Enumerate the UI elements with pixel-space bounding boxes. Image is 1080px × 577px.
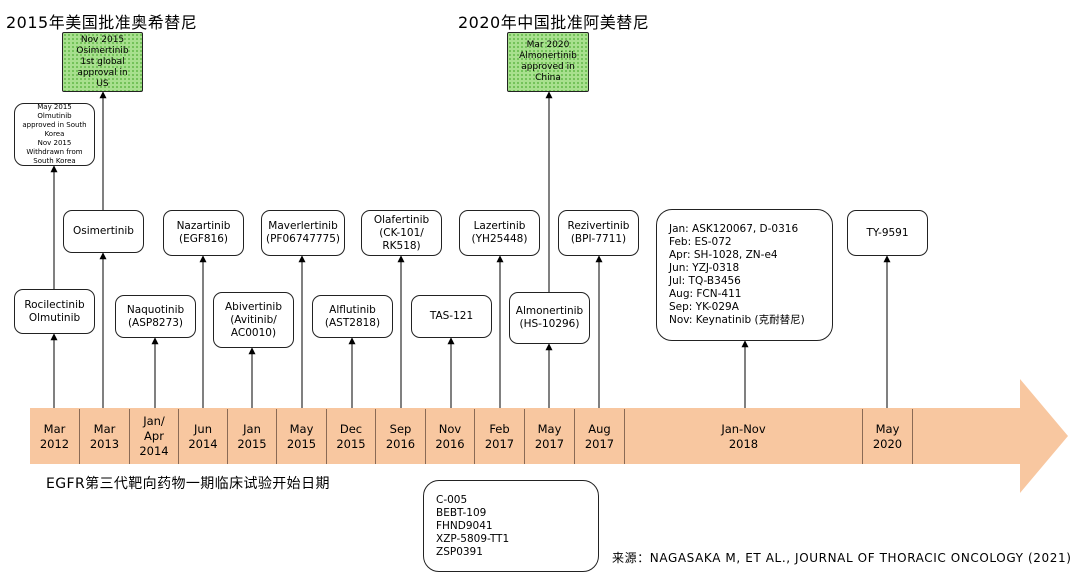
timeline-feb-2017: Feb 2017 [475, 409, 525, 464]
timeline-aug-2017: Aug 2017 [575, 409, 625, 464]
box-almonertinib: Almonertinib (HS-10296) [509, 292, 590, 344]
timeline-may-2015: May 2015 [277, 409, 327, 464]
timeline-dec-2015: Dec 2015 [327, 409, 376, 464]
timeline-jan-apr-2014: Jan/ Apr 2014 [130, 409, 179, 464]
timeline-jan-nov-2018: Jan-Nov 2018 [625, 409, 863, 464]
box-rocilectinib-olmutinib: Rocilectinib Olmutinib [14, 289, 95, 334]
timeline-nov-2016: Nov 2016 [426, 409, 475, 464]
box-alflutinib: Alflutinib (AST2818) [312, 295, 393, 338]
heading-us-approval: 2015年美国批准奥希替尼 [6, 13, 198, 32]
heading-china-approval: 2020年中国批准阿美替尼 [458, 13, 650, 32]
box-tas121: TAS-121 [411, 295, 492, 338]
box-abivertinib: Abivertinib (Avitinib/ AC0010) [213, 292, 294, 348]
box-osimertinib: Osimertinib [63, 210, 144, 253]
box-ty9591: TY-9591 [847, 210, 928, 256]
box-osimertinib-approval: Nov 2015 Osimertinib 1st global approval… [62, 32, 143, 92]
source-citation: 来源：NAGASAKA M, ET AL., JOURNAL OF THORAC… [612, 551, 1072, 565]
timeline-mar-2012: Mar 2012 [30, 409, 80, 464]
box-olmutinib-note: May 2015 Olmutinib approved in South Kor… [14, 103, 95, 166]
box-almonertinib-approval: Mar 2020 Almonertinib approved in China [507, 32, 589, 92]
box-nazartinib: Nazartinib (EGF816) [163, 210, 244, 256]
timeline-jun-2014: Jun 2014 [179, 409, 228, 464]
box-olafertinib: Olafertinib (CK-101/ RK518) [361, 210, 442, 256]
box-rezivertinib: Rezivertinib (BPI-7711) [558, 210, 639, 256]
timeline-mar-2013: Mar 2013 [80, 409, 130, 464]
timeline-may-2017: May 2017 [525, 409, 575, 464]
timeline-sep-2016: Sep 2016 [376, 409, 426, 464]
box-jan-nov-2018: Jan: ASK120067, D-0316 Feb: ES-072 Apr: … [656, 209, 833, 341]
box-lazertinib: Lazertinib (YH25448) [459, 210, 540, 256]
timeline-jan-2015: Jan 2015 [228, 409, 277, 464]
box-naquotinib: Naquotinib (ASP8273) [115, 295, 196, 338]
timeline-may-2020: May 2020 [863, 409, 913, 464]
box-undated-candidates: C-005 BEBT-109 FHND9041 XZP-5809-TT1 ZSP… [423, 480, 599, 572]
box-maverlertinib: Maverlertinib (PF06747775) [261, 210, 345, 256]
timeline-caption: EGFR第三代靶向药物一期临床试验开始日期 [46, 476, 330, 492]
